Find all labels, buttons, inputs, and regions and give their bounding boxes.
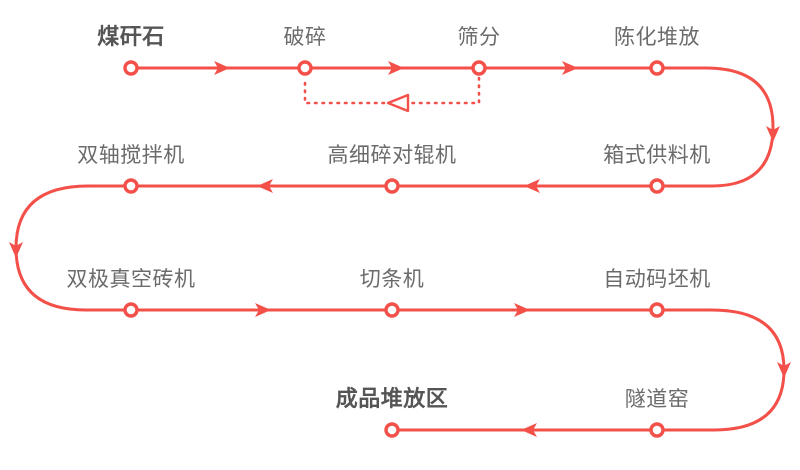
node-label-step-11: 隧道窑	[624, 388, 690, 411]
node-label-step-3: 筛分	[457, 26, 501, 49]
arrowhead-row1-c	[562, 61, 578, 75]
node-label-step-4: 陈化堆放	[614, 26, 700, 49]
node-label-step-9: 切条机	[359, 268, 425, 291]
node-marker-step-6[interactable]	[384, 178, 400, 194]
node-marker-step-8[interactable]	[123, 302, 139, 318]
arrowhead-curve-right-top	[766, 126, 780, 142]
flow-curve-left-row2-row3	[14, 184, 90, 312]
node-label-step-7: 双轴搅拌机	[77, 144, 185, 167]
node-marker-step-10[interactable]	[649, 302, 665, 318]
arrowhead-row2-b	[257, 179, 273, 193]
feedback-loop-path	[303, 76, 481, 105]
node-marker-step-7[interactable]	[123, 178, 139, 194]
arrowhead-row3-a	[255, 303, 271, 317]
node-marker-step-11[interactable]	[649, 422, 665, 438]
node-marker-step-5[interactable]	[649, 178, 665, 194]
flow-curve-right-row3-row4	[710, 308, 786, 432]
flow-curve-right-row1-row2	[704, 66, 775, 188]
node-marker-step-1[interactable]	[123, 60, 139, 76]
node-label-step-12: 成品堆放区	[335, 386, 449, 411]
arrowhead-curve-left	[9, 242, 23, 258]
arrowhead-row1-b	[388, 61, 404, 75]
feedback-loop-arrowhead-icon	[386, 93, 410, 113]
arrowhead-row4-a	[521, 423, 537, 437]
node-label-step-2: 破碎	[283, 26, 327, 49]
arrowhead-row1-a	[214, 61, 230, 75]
arrowhead-row2-a	[524, 179, 540, 193]
node-marker-step-4[interactable]	[649, 60, 665, 76]
node-marker-step-12[interactable]	[384, 422, 400, 438]
node-label-step-1: 煤矸石	[97, 24, 165, 49]
node-label-step-5: 箱式供料机	[603, 144, 711, 167]
node-marker-step-9[interactable]	[384, 302, 400, 318]
node-label-step-6: 高细碎对辊机	[327, 144, 457, 167]
node-marker-step-2[interactable]	[297, 60, 313, 76]
arrowhead-curve-right-bottom	[777, 362, 791, 378]
arrowhead-row3-b	[514, 303, 530, 317]
node-label-step-8: 双极真空砖机	[66, 268, 196, 291]
node-label-step-10: 自动码坯机	[603, 268, 711, 291]
node-marker-step-3[interactable]	[471, 60, 487, 76]
